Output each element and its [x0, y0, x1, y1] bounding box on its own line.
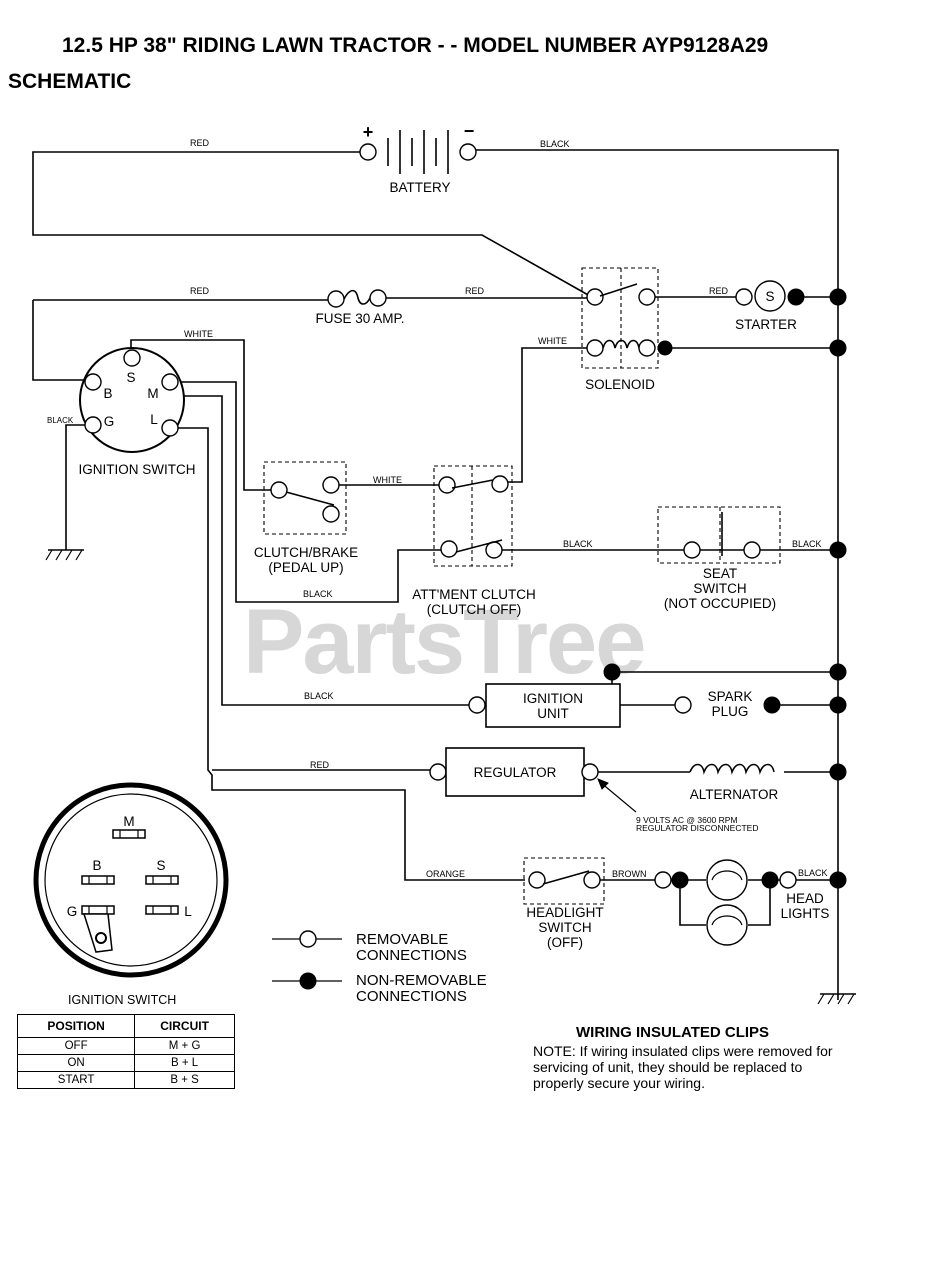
legend-nonremovable-2: CONNECTIONS — [356, 988, 467, 1005]
table-row: START B + S — [16, 1071, 235, 1089]
ground-symbol-right — [817, 993, 856, 1005]
table-header: POSITION — [16, 1014, 136, 1038]
battery-symbol: + − BATTERY — [359, 121, 477, 195]
spark-label-1: SPARK — [708, 689, 753, 704]
wire-label: RED — [709, 286, 729, 296]
clutch-brake-label-1: CLUTCH/BRAKE — [254, 545, 358, 560]
term-l: L — [150, 412, 158, 427]
head-lights: HEAD LIGHTS — [654, 859, 830, 946]
ignition-unit: IGNITION UNIT — [468, 663, 621, 728]
bus-connections — [829, 288, 847, 889]
spark-label-2: PLUG — [712, 704, 749, 719]
legend-removable-2: CONNECTIONS — [356, 947, 467, 964]
wire-label: BLACK — [563, 539, 593, 549]
wire-label: RED — [310, 760, 330, 770]
headlight-switch: HEADLIGHT SWITCH (OFF) — [523, 857, 605, 950]
ignition-unit-label-1: IGNITION — [523, 691, 583, 706]
headlight-sw-label-2: SWITCH — [538, 920, 591, 935]
volts-label-2: REGULATOR DISCONNECTED — [636, 823, 758, 833]
legend: REMOVABLE CONNECTIONS NON-REMOVABLE CONN… — [272, 930, 487, 1005]
head-lights-label-1: HEAD — [786, 891, 824, 906]
wire-label: WHITE — [184, 329, 213, 339]
wire-label: BLACK — [798, 868, 828, 878]
alternator: ALTERNATOR — [689, 763, 779, 802]
legend-nonremovable-1: NON-REMOVABLE — [356, 972, 487, 989]
spark-plug: SPARK PLUG — [674, 689, 781, 719]
ignition-table-caption: IGNITION SWITCH — [68, 993, 177, 1007]
page-title: 12.5 HP 38" RIDING LAWN TRACTOR - - MODE… — [62, 34, 769, 57]
head-lights-label-2: LIGHTS — [781, 906, 830, 921]
wire-label: BLACK — [304, 691, 334, 701]
attment-label-1: ATT'MENT CLUTCH — [412, 587, 536, 602]
face-g: G — [67, 904, 78, 919]
wire-label: RED — [190, 286, 210, 296]
table-cell: START — [16, 1071, 136, 1089]
headlight-sw-label-1: HEADLIGHT — [526, 905, 603, 920]
attment-label-2: (CLUTCH OFF) — [427, 602, 522, 617]
ignition-switch-face: M B S G L — [33, 782, 229, 978]
battery-label: BATTERY — [389, 180, 450, 195]
term-b: B — [103, 386, 112, 401]
volts-label-1: 9 VOLTS AC @ 3600 RPM — [636, 815, 738, 825]
face-m: M — [123, 814, 134, 829]
seat-switch: SEAT SWITCH (NOT OCCUPIED) — [657, 506, 781, 611]
wire-label: WHITE — [538, 336, 567, 346]
table-cell: OFF — [16, 1037, 136, 1055]
ignition-position-table: POSITION CIRCUIT OFF M + G ON B + L STAR… — [16, 1014, 235, 1089]
solenoid-label: SOLENOID — [585, 377, 655, 392]
starter-symbol: S STARTER — [735, 280, 805, 332]
table-cell: B + L — [134, 1054, 235, 1072]
ignition-switch-symbol: S B M G L IGNITION SWITCH — [79, 347, 196, 477]
legend-removable-1: REMOVABLE — [356, 931, 448, 948]
alternator-label: ALTERNATOR — [690, 787, 779, 802]
wire-label: ORANGE — [426, 869, 465, 879]
wire-label: BLACK — [47, 416, 74, 425]
ignition-unit-label-2: UNIT — [537, 706, 569, 721]
wire-label: BROWN — [612, 869, 647, 879]
wire-label: RED — [465, 286, 485, 296]
watermark: PartsTree — [243, 591, 646, 693]
wire-label: RED — [190, 138, 210, 148]
term-m: M — [147, 386, 158, 401]
seat-label-3: (NOT OCCUPIED) — [664, 596, 776, 611]
table-row: OFF M + G — [16, 1037, 235, 1055]
face-b: B — [92, 858, 101, 873]
fuse-symbol: FUSE 30 AMP. — [315, 289, 405, 326]
solenoid-symbol: SOLENOID — [581, 267, 673, 392]
ground-symbol-left — [45, 549, 84, 561]
regulator-label: REGULATOR — [474, 765, 557, 780]
battery-minus: − — [464, 121, 475, 141]
attment-clutch-switch: ATT'MENT CLUTCH (CLUTCH OFF) — [412, 465, 536, 617]
volts-note: 9 VOLTS AC @ 3600 RPM REGULATOR DISCONNE… — [597, 778, 758, 833]
table-cell: M + G — [134, 1037, 235, 1055]
table-cell: B + S — [134, 1071, 235, 1089]
headlight-sw-label-3: (OFF) — [547, 935, 583, 950]
term-s: S — [126, 370, 135, 385]
page-subtitle: SCHEMATIC — [8, 70, 132, 93]
seat-label-2: SWITCH — [693, 581, 746, 596]
table-cell: ON — [16, 1054, 136, 1072]
table-header: CIRCUIT — [134, 1014, 235, 1038]
ignition-switch-label: IGNITION SWITCH — [79, 462, 196, 477]
wire-label: BLACK — [792, 539, 822, 549]
clips-note: NOTE: If wiring insulated clips were rem… — [533, 1043, 833, 1091]
starter-label: STARTER — [735, 317, 797, 332]
seat-label-1: SEAT — [703, 566, 737, 581]
wire-labels: RED BLACK RED RED RED WHITE WHITE BLACK … — [47, 138, 828, 879]
face-s: S — [156, 858, 165, 873]
wire-label: WHITE — [373, 475, 402, 485]
starter-s: S — [765, 289, 774, 304]
wire-label: BLACK — [303, 589, 333, 599]
clips-title: WIRING INSULATED CLIPS — [576, 1024, 770, 1041]
battery-plus: + — [363, 122, 374, 142]
clutch-brake-switch: CLUTCH/BRAKE (PEDAL UP) — [254, 461, 358, 575]
face-l: L — [184, 904, 192, 919]
fuse-label: FUSE 30 AMP. — [315, 311, 404, 326]
clutch-brake-label-2: (PEDAL UP) — [268, 560, 343, 575]
term-g: G — [104, 414, 115, 429]
wire-label: BLACK — [540, 139, 570, 149]
regulator: REGULATOR — [429, 747, 599, 797]
table-row: ON B + L — [16, 1054, 235, 1072]
